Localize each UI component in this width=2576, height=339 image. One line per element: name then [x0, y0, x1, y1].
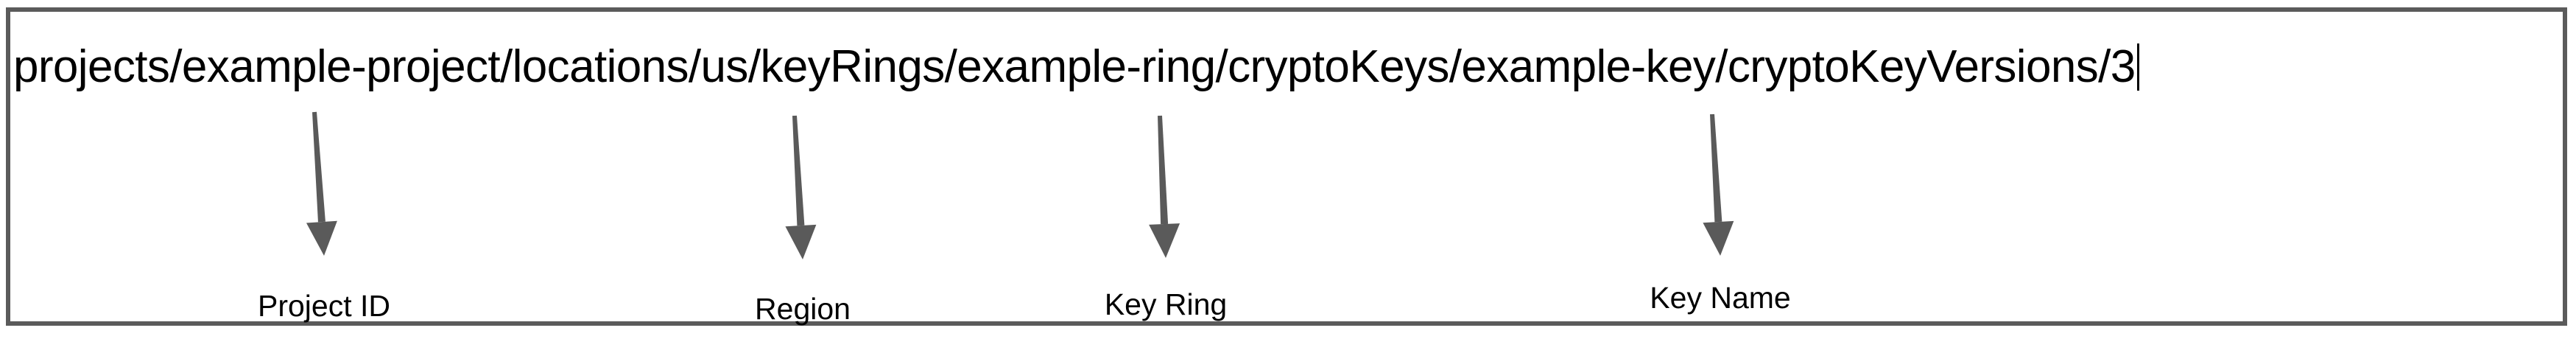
annotation-label-project-id: Project ID	[258, 289, 390, 323]
text-caret	[2136, 43, 2139, 91]
diagram-frame	[6, 7, 2567, 326]
resource-path-text: projects/example-project/locations/us/ke…	[13, 41, 2136, 92]
annotation-label-region: Region	[755, 292, 851, 326]
annotation-label-key-name: Key Name	[1650, 281, 1791, 315]
resource-path-field[interactable]: projects/example-project/locations/us/ke…	[13, 41, 2139, 94]
annotation-label-key-ring: Key Ring	[1104, 287, 1228, 321]
